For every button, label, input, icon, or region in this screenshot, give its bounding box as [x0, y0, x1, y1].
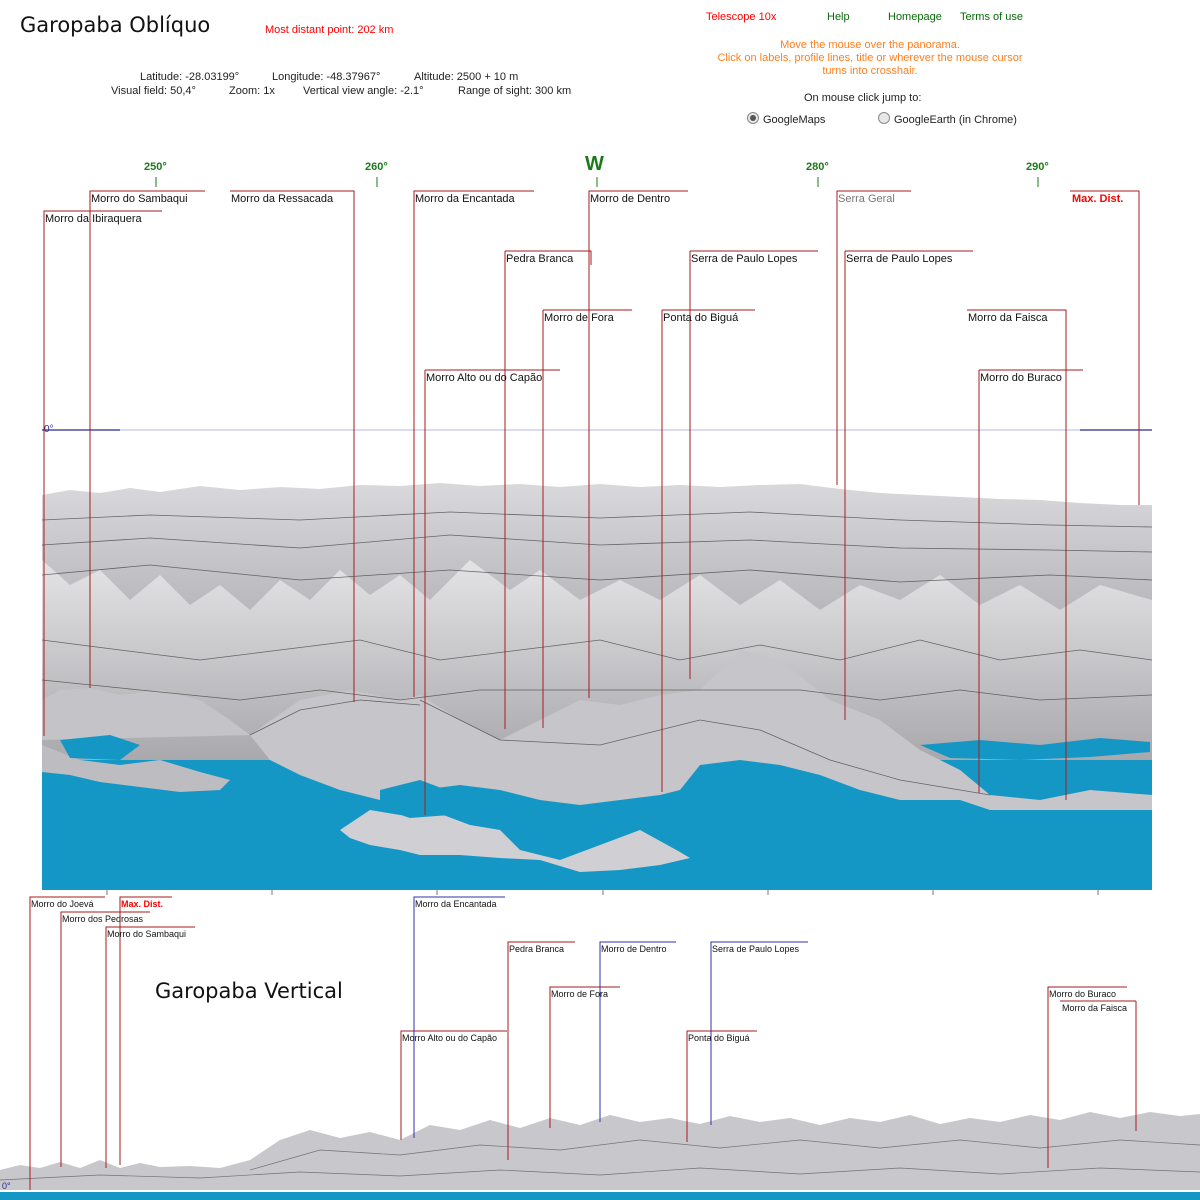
lake — [60, 735, 140, 760]
instruction-line-1: Move the mouse over the panorama. — [780, 39, 960, 51]
v-peak-label-capao[interactable]: Morro Alto ou do Capão — [402, 1033, 498, 1043]
instruction-line-3: turns into crosshair. — [822, 65, 918, 77]
peak-label-serra-geral[interactable]: Serra Geral — [838, 193, 895, 205]
v-peak-label-pedrosas[interactable]: Morro dos Pedrosas — [62, 914, 144, 924]
max-distance-label[interactable]: Max. Dist. — [1072, 193, 1124, 205]
v-peak-label-sambaqui[interactable]: Morro do Sambaqui — [107, 929, 187, 939]
terrain-near — [42, 688, 250, 740]
peak-label-bigua[interactable]: Ponta do Biguá — [663, 312, 739, 324]
zoom-value: Zoom: 1x — [229, 85, 275, 97]
vertical-blue-leaders[interactable] — [413, 896, 808, 1138]
instructions-text: Move the mouse over the panorama. Click … — [690, 39, 1050, 78]
instruction-line-2: Click on labels, profile lines, title or… — [717, 52, 1023, 64]
horizon-degree-label: 0° — [44, 424, 54, 435]
longitude-value: Longitude: -48.37967° — [272, 71, 381, 83]
peak-label-paulo-lopes-2[interactable]: Serra de Paulo Lopes — [846, 253, 953, 265]
v-peak-label-bigua[interactable]: Ponta do Biguá — [688, 1033, 750, 1043]
peak-label-fora[interactable]: Morro de Fora — [544, 312, 614, 324]
vertical-angle-value: Vertical view angle: -2.1° — [303, 85, 424, 97]
peak-label-dentro[interactable]: Morro de Dentro — [590, 193, 671, 205]
compass-260: 260° — [365, 161, 388, 173]
v-peak-label-buraco[interactable]: Morro do Buraco — [1049, 989, 1117, 999]
compass-290: 290° — [1026, 161, 1049, 173]
peak-label-ressacada[interactable]: Morro da Ressacada — [231, 193, 334, 205]
most-distant-point: Most distant point: 202 km — [265, 24, 394, 36]
peak-label-pedra-branca[interactable]: Pedra Branca — [506, 253, 574, 265]
peak-label-buraco[interactable]: Morro do Buraco — [980, 372, 1062, 384]
peak-label-capao[interactable]: Morro Alto ou do Capão — [426, 372, 543, 384]
v-peak-label-paulo-lopes[interactable]: Serra de Paulo Lopes — [712, 944, 800, 954]
vertical-label-leaders[interactable] — [29, 896, 1137, 1190]
googleearth-label: GoogleEarth (in Chrome) — [894, 114, 1017, 126]
compass-ticks — [155, 177, 1039, 187]
radio-empty-icon[interactable] — [878, 112, 890, 124]
jump-to-label: On mouse click jump to: — [804, 92, 922, 104]
panorama-title[interactable]: Garopaba Oblíquo — [20, 13, 211, 37]
latitude-value: Latitude: -28.03199° — [140, 71, 240, 83]
visual-field-value: Visual field: 50,4° — [111, 85, 196, 97]
googlemaps-label: GoogleMaps — [763, 114, 826, 126]
peak-label-ibiraquera[interactable]: Morro da Ibiraquera — [45, 213, 142, 225]
vertical-sea — [0, 1192, 1200, 1200]
peak-label-encantada[interactable]: Morro da Encantada — [415, 193, 515, 205]
v-peak-label-faisca[interactable]: Morro da Faisca — [1062, 1003, 1128, 1013]
peak-label-faisca[interactable]: Morro da Faisca — [968, 312, 1048, 324]
peak-label-paulo-lopes-1[interactable]: Serra de Paulo Lopes — [691, 253, 798, 265]
help-link[interactable]: Help — [827, 11, 850, 23]
peak-label-sambaqui[interactable]: Morro do Sambaqui — [91, 193, 188, 205]
homepage-link[interactable]: Homepage — [888, 11, 942, 23]
profile-lines[interactable] — [41, 511, 1153, 796]
v-peak-label-joeva[interactable]: Morro do Joevá — [31, 899, 94, 909]
googlemaps-radio[interactable]: GoogleMaps — [747, 112, 825, 126]
terms-link[interactable]: Terms of use — [960, 11, 1023, 23]
v-peak-label-pedra-branca[interactable]: Pedra Branca — [509, 944, 565, 954]
googleearth-radio[interactable]: GoogleEarth (in Chrome) — [878, 112, 1017, 126]
v-peak-label-encantada[interactable]: Morro da Encantada — [415, 899, 497, 909]
vertical-panorama-title[interactable]: Garopaba Vertical — [155, 979, 343, 1003]
v-max-distance-label[interactable]: Max. Dist. — [121, 899, 164, 909]
compass-280: 280° — [806, 161, 829, 173]
telescope-link[interactable]: Telescope 10x — [706, 11, 777, 23]
vertical-terrain — [0, 1112, 1200, 1190]
v-peak-label-fora[interactable]: Morro de Fora — [551, 989, 609, 999]
range-of-sight-value: Range of sight: 300 km — [458, 85, 572, 97]
compass-west: W — [585, 153, 604, 175]
radio-selected-icon[interactable] — [747, 112, 759, 124]
vertical-horizon-label: 0° — [2, 1181, 11, 1191]
compass-250: 250° — [144, 161, 167, 173]
label-leaders[interactable] — [43, 190, 1140, 815]
v-peak-label-dentro[interactable]: Morro de Dentro — [601, 944, 667, 954]
altitude-value: Altitude: 2500 + 10 m — [414, 71, 519, 83]
